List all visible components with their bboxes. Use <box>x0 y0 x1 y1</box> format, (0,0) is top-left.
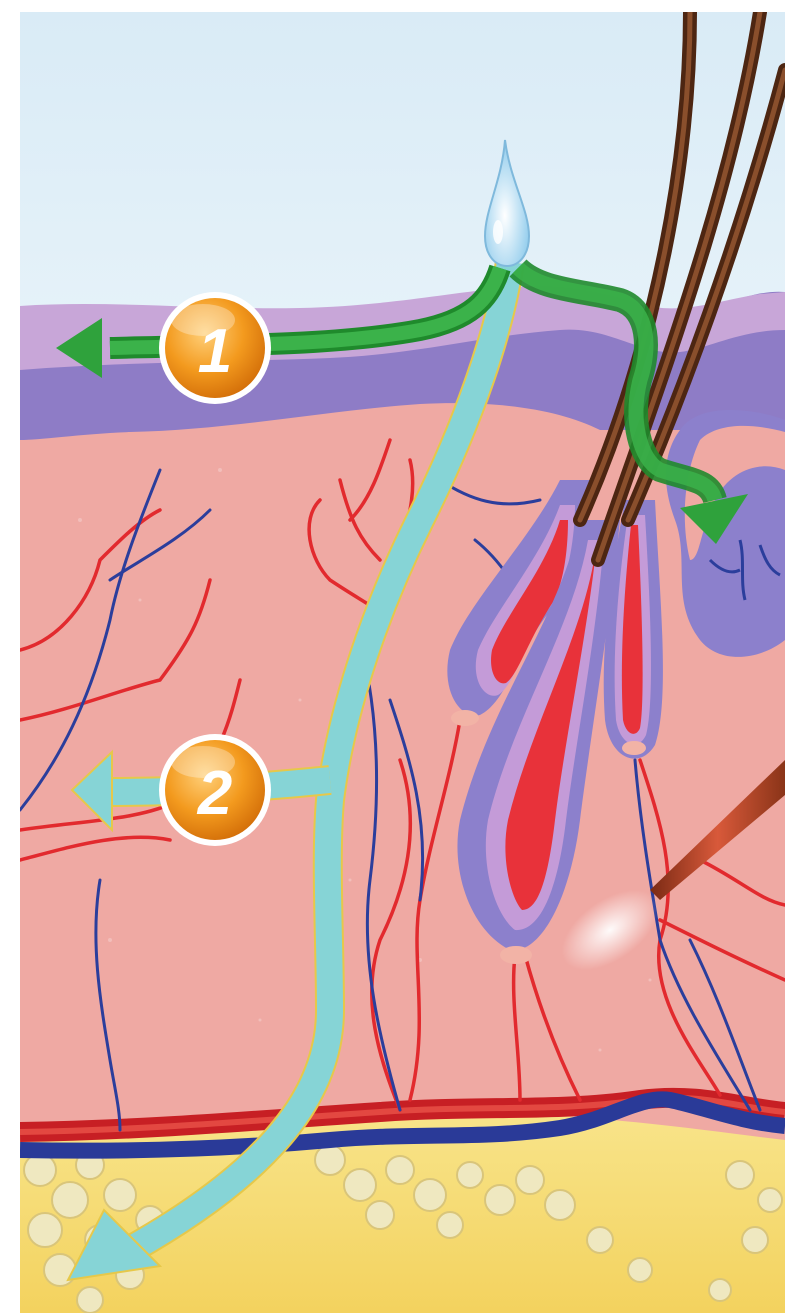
badge-label-1: 1 <box>198 317 232 386</box>
badge-label-2: 2 <box>197 759 232 828</box>
badge-pathway-2: 2 <box>159 734 271 846</box>
badge-pathway-1: 1 <box>159 292 271 404</box>
